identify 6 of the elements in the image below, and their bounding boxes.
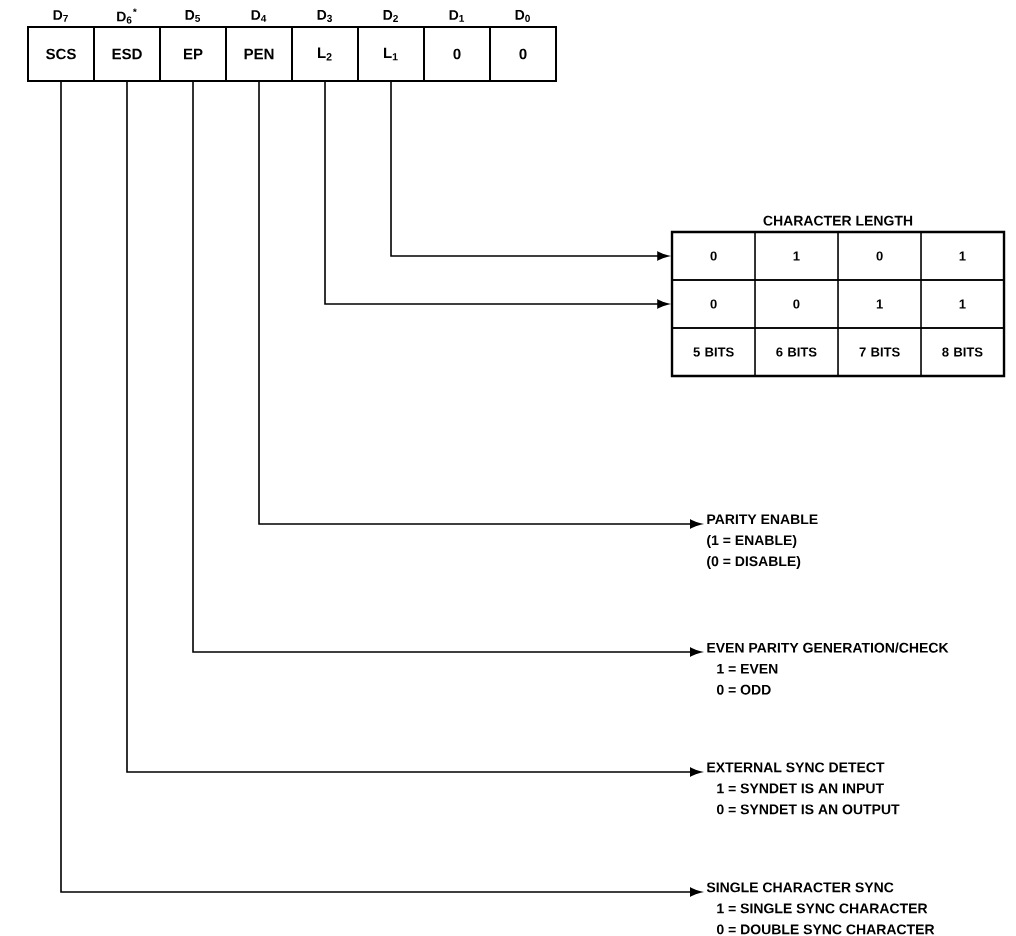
arrow bbox=[390, 81, 669, 261]
arrow bbox=[126, 81, 702, 777]
arrow bbox=[324, 81, 669, 309]
arrow bbox=[258, 81, 702, 529]
arrow bbox=[192, 81, 702, 657]
arrow bbox=[60, 81, 702, 897]
